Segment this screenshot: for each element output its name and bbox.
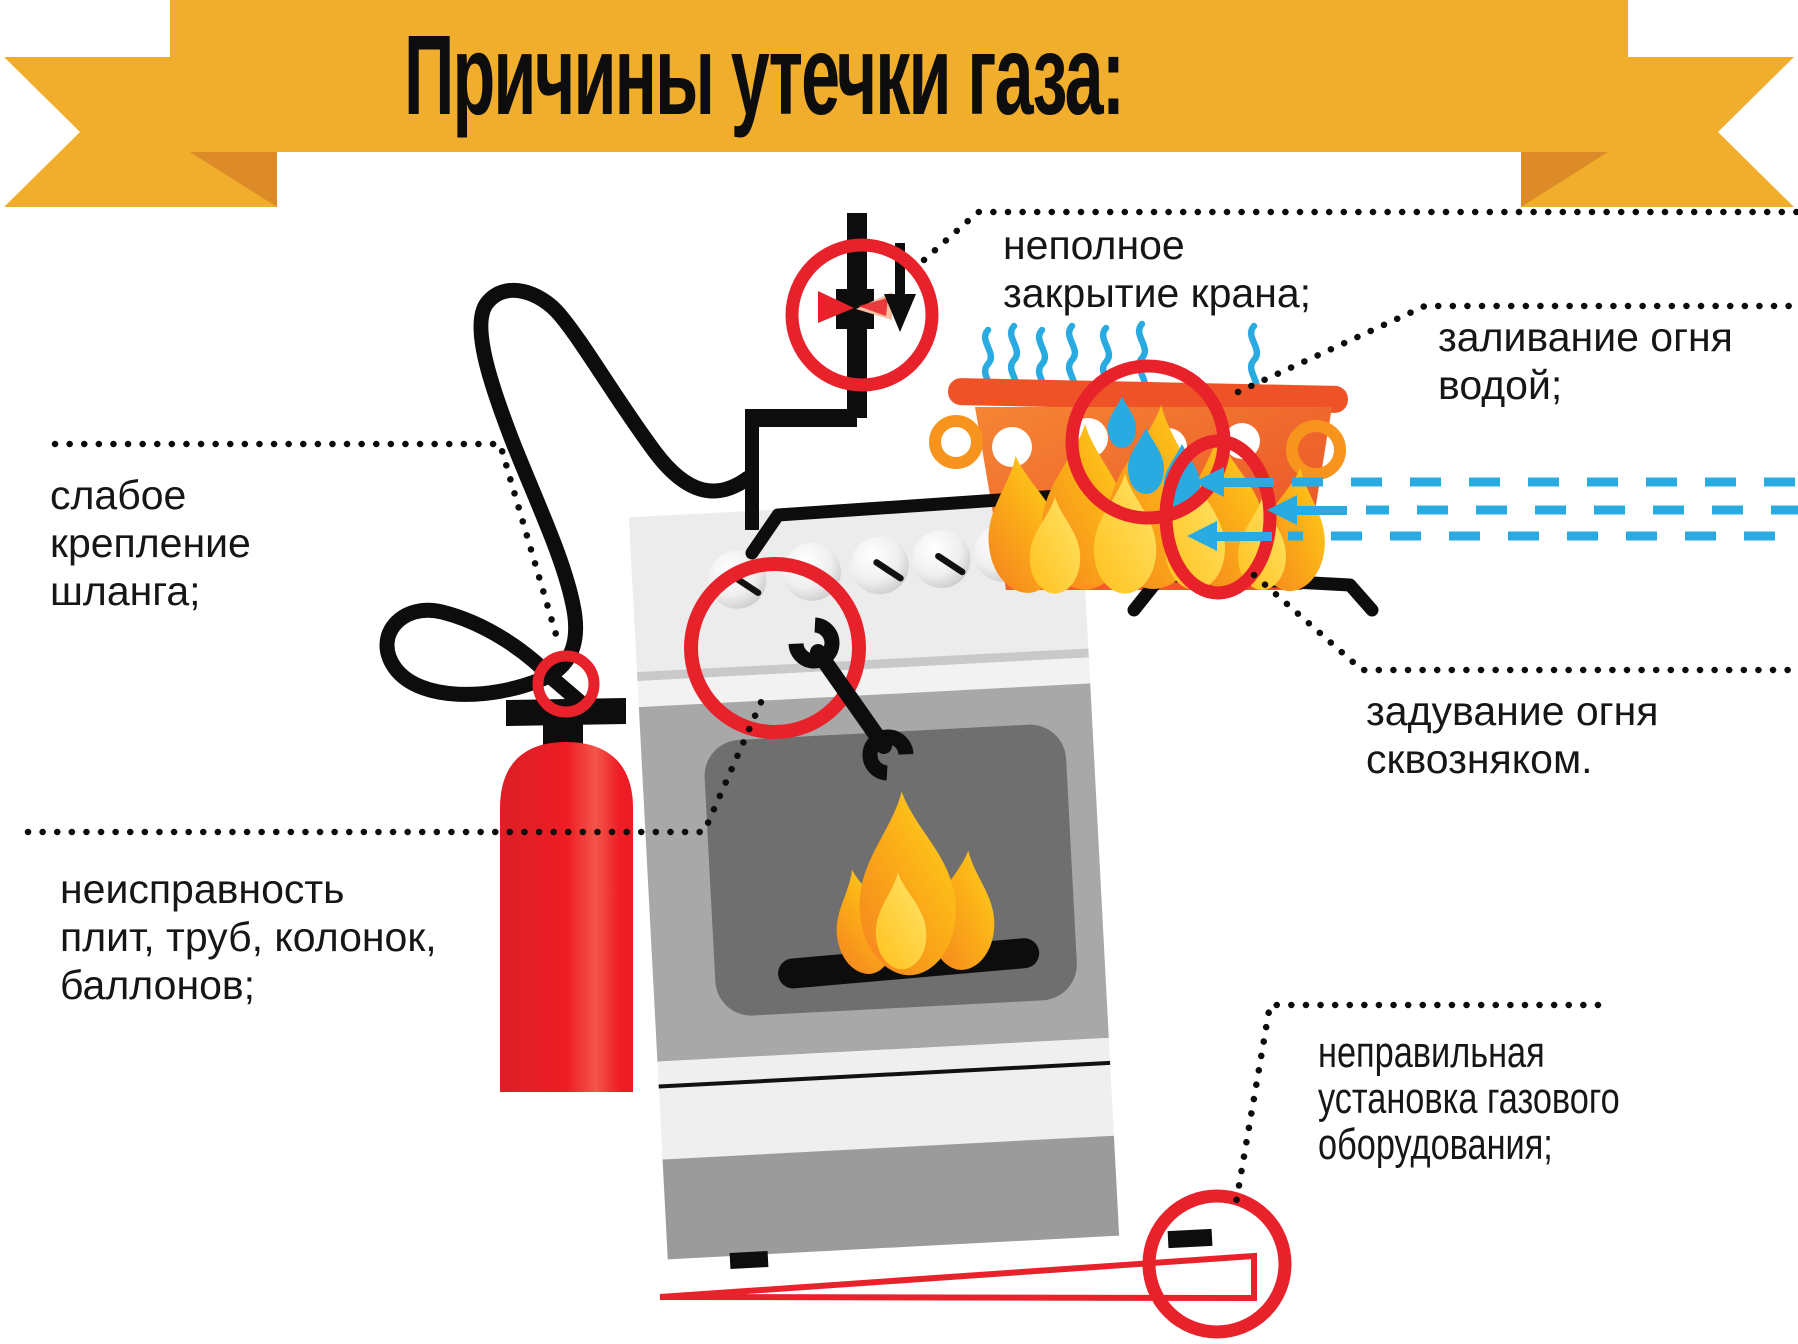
leader-hose <box>51 440 561 642</box>
pot-handle-left <box>929 415 983 469</box>
highlight-ring-hose-joint <box>532 650 600 718</box>
stove-foot-right <box>1167 1228 1213 1249</box>
stove-foot-left <box>729 1251 769 1269</box>
label-water: заливание огня водой; <box>1438 314 1733 408</box>
burner-grate-left <box>745 489 1065 560</box>
label-draft: задувание огня сквозняком. <box>1366 688 1659 782</box>
gas-pipe <box>745 213 867 530</box>
highlight-circle-draft <box>1159 434 1277 600</box>
gas-valve-icon <box>818 289 892 329</box>
highlight-circle-knob <box>684 557 866 739</box>
gas-cylinder <box>500 698 633 1092</box>
banner-left-fold <box>190 152 277 207</box>
gas-stove <box>628 493 1120 1260</box>
highlight-circle-wedge <box>1142 1189 1292 1339</box>
knob <box>850 536 909 595</box>
knob <box>912 530 971 589</box>
leader-valve <box>920 208 1798 264</box>
pot-lid <box>948 378 1348 413</box>
label-valve: неполное закрытие крана; <box>1003 222 1312 316</box>
stove-base-band <box>662 1135 1120 1260</box>
leader-fault <box>24 696 766 836</box>
wrench-icon <box>788 617 914 781</box>
cylinder-body <box>500 742 633 1092</box>
panel-lower-strip <box>637 657 1091 708</box>
stove-knobs <box>708 523 1078 609</box>
draft-arrow-icon <box>1187 467 1347 551</box>
label-fault: неисправность плит, труб, колонок, балло… <box>60 866 437 1008</box>
stove-control-panel <box>628 493 1089 678</box>
pot-handle-right <box>1286 420 1346 480</box>
drawer-seam <box>658 1060 1111 1089</box>
page-title: Причины утечки газа: <box>404 12 1125 138</box>
draft-dashes <box>1288 477 1798 541</box>
down-arrow-icon <box>884 243 916 332</box>
gas-hose <box>379 282 756 710</box>
banner-right-fold <box>1521 152 1608 207</box>
leader-water <box>1234 302 1798 396</box>
label-hose: слабое крепление шланга; <box>50 472 251 614</box>
title-banner <box>4 0 1794 207</box>
leader-draft <box>1250 571 1798 674</box>
highlight-circle-valve <box>785 238 939 392</box>
banner-body <box>170 0 1628 152</box>
oven-flame-icon <box>778 788 1040 989</box>
label-install: неправильная установка газового оборудов… <box>1318 1028 1620 1170</box>
wedge-icon <box>659 1252 1257 1302</box>
